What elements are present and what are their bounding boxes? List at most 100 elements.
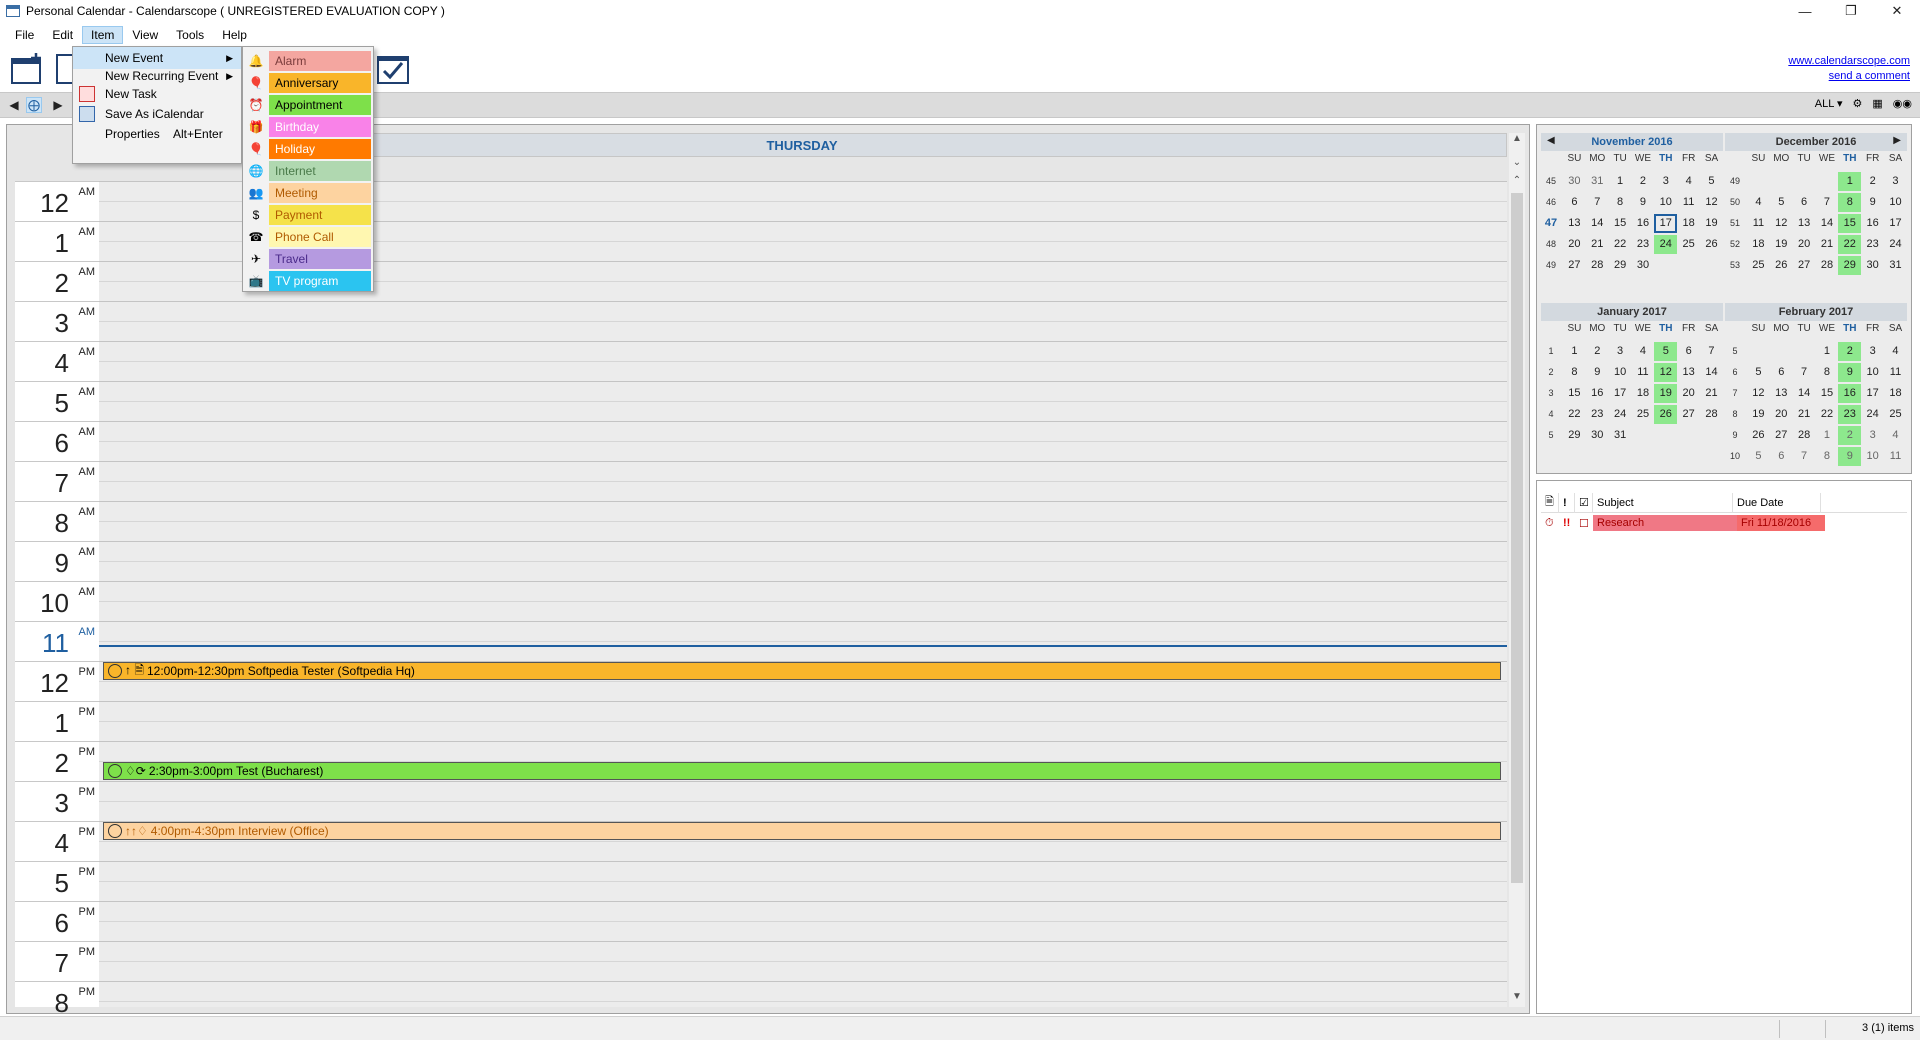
scroll-up-icon[interactable]: ▲ [1512, 133, 1522, 144]
half-hour-slot[interactable] [99, 781, 1507, 801]
day-cell[interactable]: 6 [1685, 345, 1692, 357]
vertical-scrollbar[interactable]: ▲ ⌄ ⌃ ▼ [1509, 133, 1525, 1007]
day-cell[interactable]: 28 [1797, 429, 1811, 441]
month-title[interactable]: December 2016 [1725, 133, 1907, 151]
day-cell[interactable]: 11 [1752, 217, 1765, 229]
half-hour-slot[interactable] [99, 641, 1507, 661]
day-cell[interactable]: 23 [1838, 405, 1862, 424]
day-cell[interactable]: 23 [1591, 408, 1604, 420]
scroll-thumb[interactable] [1511, 193, 1523, 883]
day-cell[interactable]: 14 [1591, 217, 1604, 229]
day-cell[interactable]: 3 [1869, 345, 1876, 357]
day-cell[interactable]: 24 [1654, 235, 1678, 254]
day-cell[interactable]: 1 [1823, 429, 1831, 441]
day-cell[interactable]: 8 [1617, 196, 1624, 208]
day-cell[interactable]: 20 [1797, 238, 1811, 250]
half-hour-slot[interactable] [99, 481, 1507, 501]
day-cell[interactable]: 24 [1889, 238, 1902, 250]
event-type-holiday[interactable]: 🎈Holiday [247, 139, 371, 159]
day-cell[interactable]: 24 [1613, 408, 1627, 420]
half-hour-slot[interactable] [99, 541, 1507, 561]
day-cell[interactable]: 14 [1705, 366, 1718, 378]
day-cell[interactable]: 8 [1571, 366, 1578, 378]
day-cell[interactable]: 8 [1838, 193, 1862, 212]
day-cell[interactable]: 23 [1866, 238, 1879, 250]
day-cell[interactable]: 22 [1820, 408, 1834, 420]
half-hour-slot[interactable] [99, 581, 1507, 601]
day-cell[interactable]: 17 [1889, 217, 1902, 229]
calendar-event[interactable]: ↑↑♢4:00pm-4:30pm Interview (Office) [103, 822, 1501, 840]
event-type-payment[interactable]: $Payment [247, 205, 371, 225]
menu-view[interactable]: View [132, 28, 159, 42]
task-type-icon[interactable]: 🗎 [1541, 492, 1559, 513]
due-date-column-header[interactable]: Due Date [1733, 492, 1821, 513]
day-cell[interactable]: 31 [1889, 259, 1902, 271]
day-cell[interactable]: 28 [1705, 408, 1718, 420]
half-hour-slot[interactable] [99, 501, 1507, 521]
day-cell[interactable]: 21 [1705, 387, 1718, 399]
day-cell[interactable]: 26 [1752, 429, 1765, 441]
day-cell[interactable]: 15 [1613, 217, 1627, 229]
half-hour-slot[interactable] [99, 601, 1507, 621]
day-cell[interactable]: 27 [1568, 259, 1581, 271]
day-cell[interactable]: 1 [1617, 175, 1624, 187]
send-comment-link[interactable]: send a comment [1828, 70, 1910, 82]
day-cell[interactable]: 22 [1568, 408, 1581, 420]
day-cell[interactable]: 8 [1823, 450, 1831, 462]
half-hour-slot[interactable] [99, 661, 1507, 681]
day-cell[interactable]: 2 [1594, 345, 1601, 357]
next-arrow-icon[interactable]: ▶ [53, 98, 63, 112]
menu-item-new-task[interactable]: New Task [73, 83, 241, 105]
tasks-button[interactable] [374, 50, 410, 86]
day-cell[interactable]: 28 [1591, 259, 1604, 271]
day-cell[interactable]: 17 [1613, 387, 1627, 399]
menu-item-save-as-icalendar[interactable]: Save As iCalendar [73, 103, 241, 125]
priority-icon[interactable]: ! [1559, 492, 1575, 513]
half-hour-slot[interactable] [99, 321, 1507, 341]
menu-edit[interactable]: Edit [52, 28, 74, 42]
day-cell[interactable]: 16 [1838, 384, 1862, 403]
day-cell[interactable]: 25 [1682, 238, 1695, 250]
day-cell[interactable]: 3 [1662, 175, 1669, 187]
day-cell[interactable]: 9 [1838, 363, 1862, 382]
day-cell[interactable]: 14 [1820, 217, 1834, 229]
half-hour-slot[interactable] [99, 741, 1507, 761]
day-cell[interactable]: 13 [1775, 387, 1788, 399]
restore-icon[interactable]: ❐ [1845, 3, 1857, 18]
calendar-view-icon[interactable]: ▦ [1872, 98, 1883, 110]
day-cell[interactable]: 10 [1866, 450, 1879, 462]
half-hour-slot[interactable] [99, 521, 1507, 541]
day-cell[interactable]: 16 [1636, 217, 1650, 229]
menu-item[interactable]: Item [82, 26, 124, 44]
half-hour-slot[interactable] [99, 701, 1507, 721]
day-cell[interactable]: 25 [1636, 408, 1650, 420]
day-cell[interactable]: 15 [1568, 387, 1581, 399]
day-cell[interactable]: 13 [1682, 366, 1695, 378]
day-cell[interactable]: 2 [1639, 175, 1647, 187]
menu-item-new-event[interactable]: New Event▶ [73, 47, 241, 69]
day-cell[interactable]: 21 [1820, 238, 1834, 250]
month-title[interactable]: January 2017 [1541, 303, 1723, 321]
day-cell[interactable]: 2 [1838, 426, 1862, 445]
day-cell[interactable]: 21 [1591, 238, 1604, 250]
half-hour-slot[interactable] [99, 281, 1507, 301]
event-type-travel[interactable]: ✈Travel [247, 249, 371, 269]
day-cell[interactable]: 18 [1636, 387, 1650, 399]
day-cell[interactable]: 5 [1755, 366, 1762, 378]
half-hour-slot[interactable] [99, 181, 1507, 201]
day-cell[interactable]: 16 [1591, 387, 1604, 399]
half-hour-slot[interactable] [99, 921, 1507, 941]
day-cell[interactable]: 19 [1705, 217, 1718, 229]
day-cell[interactable]: 5 [1708, 175, 1715, 187]
event-type-anniversary[interactable]: 🎈Anniversary [247, 73, 371, 93]
completed-check-icon[interactable]: ☑ [1575, 492, 1593, 513]
month-title[interactable]: November 2016 [1541, 133, 1723, 151]
half-hour-slot[interactable] [99, 761, 1507, 781]
day-cell[interactable]: 29 [1568, 429, 1581, 441]
day-cell[interactable]: 27 [1682, 408, 1695, 420]
time-grid[interactable] [99, 181, 1507, 1007]
close-icon[interactable]: ✕ [1891, 3, 1903, 18]
day-cell[interactable]: 9 [1838, 447, 1862, 466]
half-hour-slot[interactable] [99, 901, 1507, 921]
